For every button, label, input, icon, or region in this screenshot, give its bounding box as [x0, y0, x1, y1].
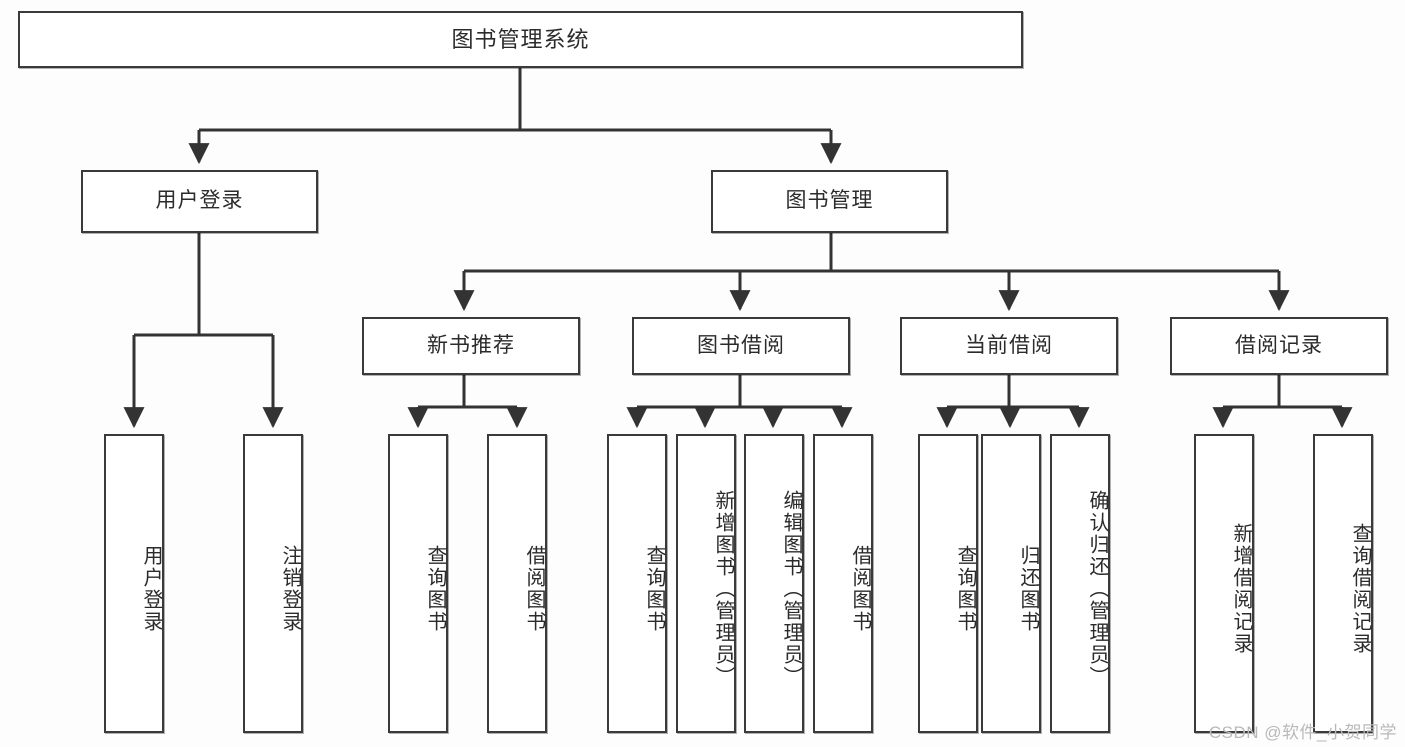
node-leaf-logout-login-label: 注销登录 [279, 544, 301, 633]
node-current-borrow-label: 当前借阅 [965, 333, 1053, 357]
node-leaf-query-book-1-label: 查询图书 [424, 544, 446, 633]
node-leaf-query-book-2[interactable]: 查询图书 [607, 434, 667, 733]
node-leaf-add-borrow-record[interactable]: 新增借阅记录 [1194, 434, 1254, 733]
node-borrow-record[interactable]: 借阅记录 [1170, 317, 1388, 375]
node-leaf-confirm-return[interactable]: 确认归还（管理员） [1050, 434, 1110, 733]
node-leaf-user-login-label: 用户登录 [140, 544, 162, 633]
node-leaf-borrow-book-2-label: 借阅图书 [849, 544, 871, 633]
node-book-borrow-label: 图书借阅 [697, 333, 785, 357]
node-leaf-edit-book-label: 编辑图书（管理员） [780, 489, 802, 688]
node-root-label: 图书管理系统 [451, 26, 590, 52]
node-leaf-query-book-3[interactable]: 查询图书 [918, 434, 978, 733]
node-user-login-label: 用户登录 [155, 189, 244, 213]
node-leaf-query-book-2-label: 查询图书 [643, 544, 665, 633]
node-leaf-edit-book[interactable]: 编辑图书（管理员） [744, 434, 804, 733]
node-leaf-query-borrow-record[interactable]: 查询借阅记录 [1313, 434, 1373, 733]
node-book-borrow[interactable]: 图书借阅 [632, 317, 850, 375]
node-leaf-add-book-label: 新增图书（管理员） [712, 489, 734, 688]
node-book-manage[interactable]: 图书管理 [711, 170, 948, 233]
node-leaf-query-borrow-record-label: 查询借阅记录 [1349, 522, 1371, 655]
node-borrow-record-label: 借阅记录 [1235, 333, 1323, 357]
node-leaf-borrow-book-2[interactable]: 借阅图书 [813, 434, 873, 733]
node-leaf-add-borrow-record-label: 新增借阅记录 [1230, 522, 1252, 655]
node-new-book-recommend-label: 新书推荐 [427, 333, 515, 357]
node-leaf-query-book-1[interactable]: 查询图书 [388, 434, 448, 733]
node-leaf-borrow-book-1[interactable]: 借阅图书 [487, 434, 547, 733]
node-book-manage-label: 图书管理 [785, 189, 874, 213]
watermark: CSDN @软件_小贺同学 [1208, 723, 1397, 742]
node-leaf-return-book[interactable]: 归还图书 [981, 434, 1041, 733]
node-root[interactable]: 图书管理系统 [18, 11, 1023, 68]
node-leaf-user-login[interactable]: 用户登录 [104, 434, 164, 733]
node-leaf-return-book-label: 归还图书 [1017, 544, 1039, 633]
node-user-login[interactable]: 用户登录 [81, 170, 318, 233]
node-leaf-borrow-book-1-label: 借阅图书 [523, 544, 545, 633]
node-leaf-confirm-return-label: 确认归还（管理员） [1086, 489, 1108, 688]
node-leaf-logout-login[interactable]: 注销登录 [243, 434, 303, 733]
node-current-borrow[interactable]: 当前借阅 [900, 317, 1118, 375]
node-leaf-query-book-3-label: 查询图书 [954, 544, 976, 633]
node-leaf-add-book[interactable]: 新增图书（管理员） [676, 434, 736, 733]
node-new-book-recommend[interactable]: 新书推荐 [362, 317, 580, 375]
